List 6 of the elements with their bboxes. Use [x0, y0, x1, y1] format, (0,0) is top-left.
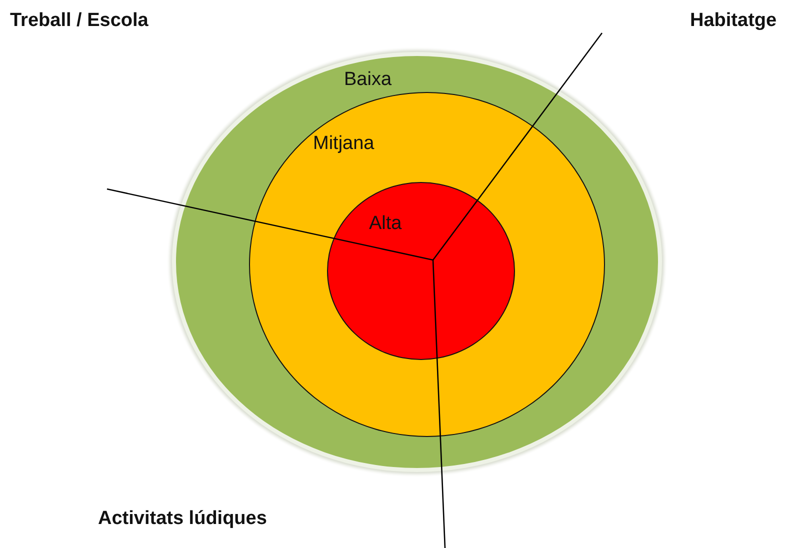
sector-label: Treball / Escola [10, 10, 148, 32]
ring-label: Baixa [344, 69, 392, 91]
ring-label: Mitjana [313, 133, 374, 155]
sector-label: Activitats lúdiques [98, 508, 267, 530]
sector-label: Habitatge [690, 10, 777, 32]
ring-label: Alta [369, 213, 402, 235]
